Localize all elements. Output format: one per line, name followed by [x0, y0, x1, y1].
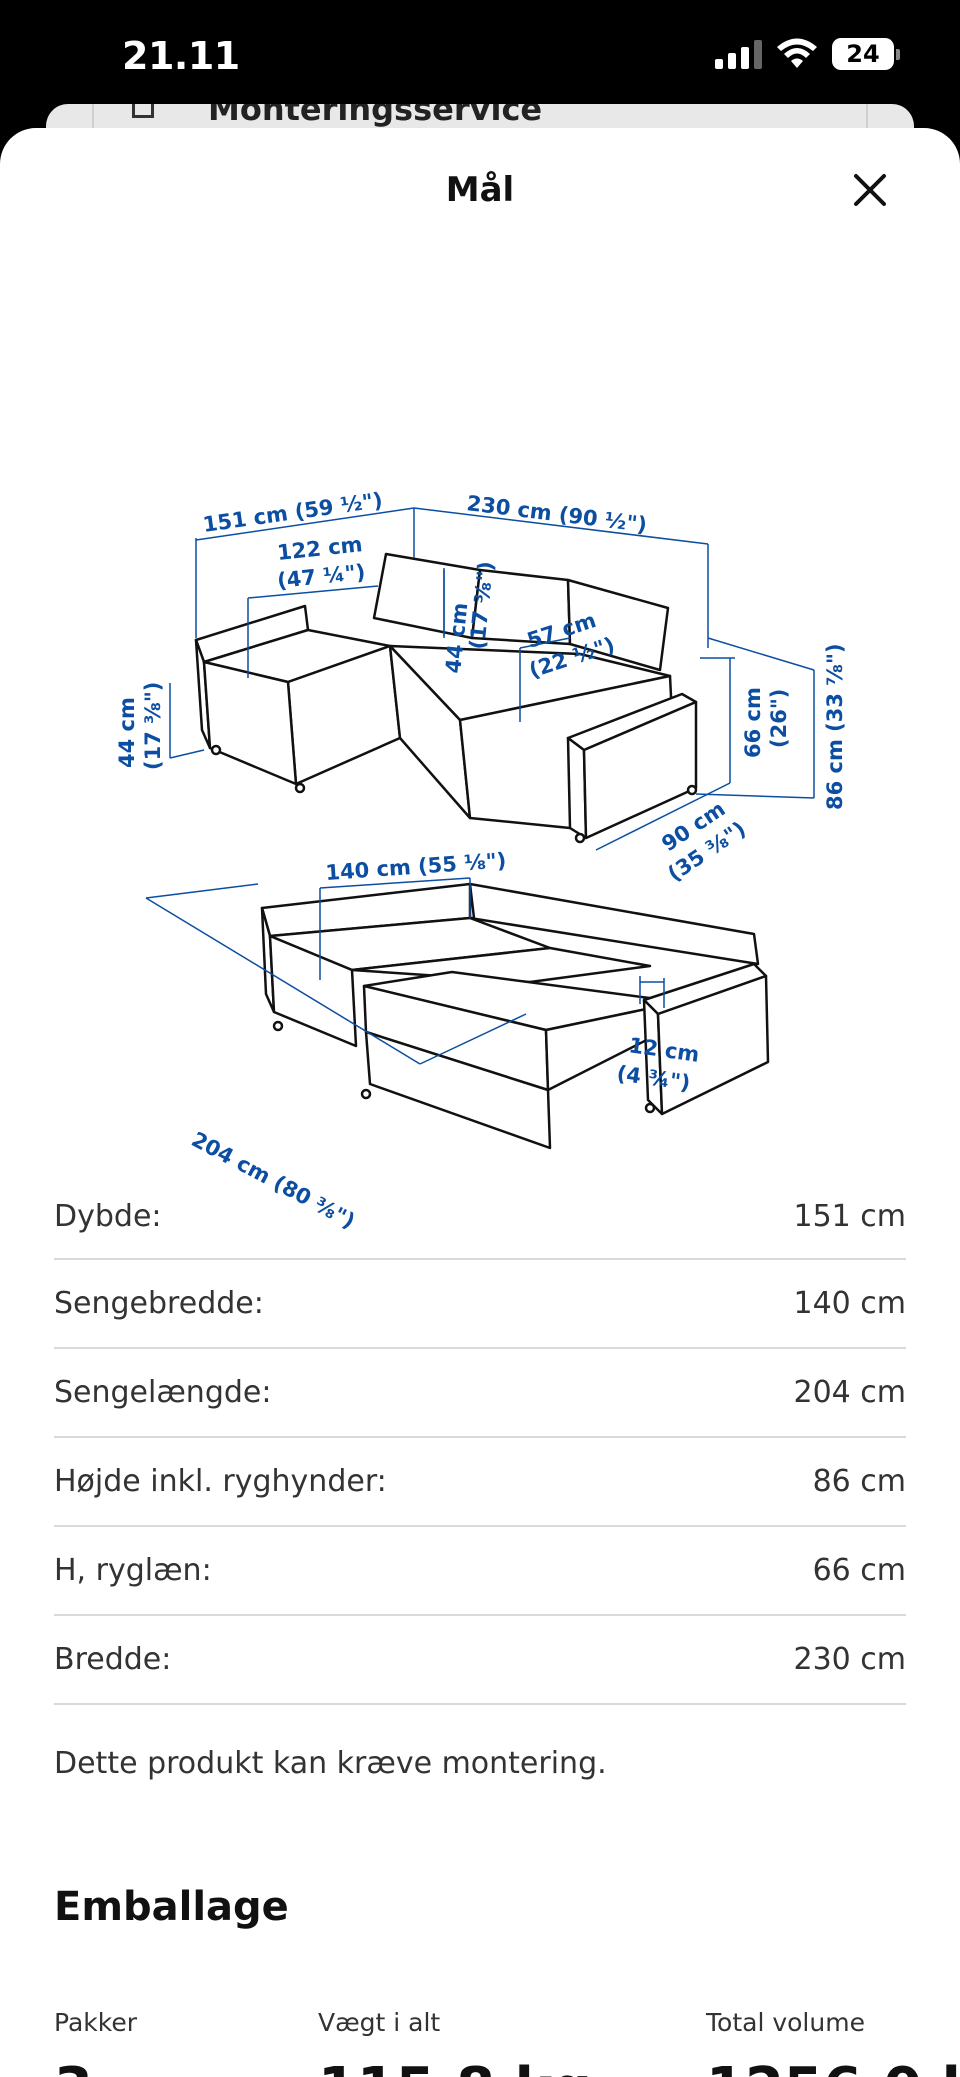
spec-row-bed-length: Sengelængde: 204 cm — [54, 1349, 906, 1438]
packages-value: 3 — [54, 2056, 93, 2077]
dim-label-seat-height: 44 cm — [115, 697, 139, 768]
spec-value: 86 cm — [812, 1464, 906, 1499]
weight-header: Vægt i alt — [318, 2008, 441, 2037]
status-icons: 24 — [715, 38, 900, 70]
spec-value: 204 cm — [793, 1375, 906, 1410]
spec-label: Dybde: — [54, 1198, 162, 1234]
spec-value: 151 cm — [793, 1198, 906, 1234]
spec-row-bed-width: Sengebredde: 140 cm — [54, 1260, 906, 1349]
sofa-drawing — [194, 552, 698, 844]
bed-dimension-lines — [145, 877, 665, 1065]
sofa-bed-drawing — [260, 882, 770, 1150]
dim-label-seat-height-in: (17 ⅜") — [141, 682, 165, 770]
sheet-title: Mål — [445, 170, 515, 210]
spec-row-backrest-height: H, ryglæn: 66 cm — [54, 1527, 906, 1616]
spec-value: 66 cm — [812, 1553, 906, 1588]
spec-label: H, ryglæn: — [54, 1553, 212, 1588]
battery-icon: 24 — [832, 38, 900, 70]
assembly-service-label: Monteringsservice — [208, 104, 543, 128]
status-bar: 21.11 24 — [0, 0, 960, 120]
dim-label-chaise-width: 122 cm — [276, 532, 364, 565]
dim-label-back-height-in: (26") — [767, 689, 791, 748]
dimension-lines — [169, 507, 815, 851]
wifi-icon — [777, 38, 817, 68]
battery-level: 24 — [832, 38, 894, 70]
close-icon[interactable] — [850, 170, 890, 210]
weight-value: 115,8 kg — [318, 2056, 592, 2077]
dim-label-total-height: 86 cm (33 ⅞") — [823, 643, 847, 810]
assembly-service-icon — [132, 104, 154, 118]
sofa-dimension-diagram: 151 cm (59 ½") 230 cm (90 ½") 122 cm (47… — [115, 488, 847, 886]
spec-label: Højde inkl. ryghynder: — [54, 1464, 387, 1499]
volume-value: 1256,0 l — [706, 2056, 960, 2077]
packaging-heading: Emballage — [54, 1884, 289, 1930]
dim-label-depth: 151 cm (59 ½") — [201, 488, 384, 537]
packages-header: Pakker — [54, 2008, 137, 2037]
dim-label-bed-width: 140 cm (55 ⅛") — [325, 848, 507, 885]
dimensions-sheet: Mål — [0, 128, 960, 2077]
cellular-signal-icon — [715, 39, 762, 69]
dim-label-width: 230 cm (90 ½") — [465, 491, 648, 537]
assembly-note: Dette produkt kan kræve montering. — [54, 1746, 607, 1781]
volume-header: Total volume — [706, 2008, 865, 2037]
spec-row-height-with-cushions: Højde inkl. ryghynder: 86 cm — [54, 1438, 906, 1527]
sofa-bed-dimension-diagram: 140 cm (55 ⅛") 12 cm (4 ¾") 204 cm (80 ⅜… — [145, 848, 770, 1233]
spec-row-depth: Dybde: 151 cm — [54, 1174, 906, 1260]
dimensions-list: Dybde: 151 cm Sengebredde: 140 cm Sengel… — [54, 1174, 906, 1705]
status-time: 21.11 — [122, 34, 240, 78]
spec-label: Bredde: — [54, 1642, 172, 1677]
spec-label: Sengebredde: — [54, 1286, 264, 1321]
spec-row-width: Bredde: 230 cm — [54, 1616, 906, 1705]
spec-label: Sengelængde: — [54, 1375, 272, 1410]
dim-label-back-height: 66 cm — [741, 687, 765, 758]
spec-value: 140 cm — [793, 1286, 906, 1321]
spec-value: 230 cm — [793, 1642, 906, 1677]
